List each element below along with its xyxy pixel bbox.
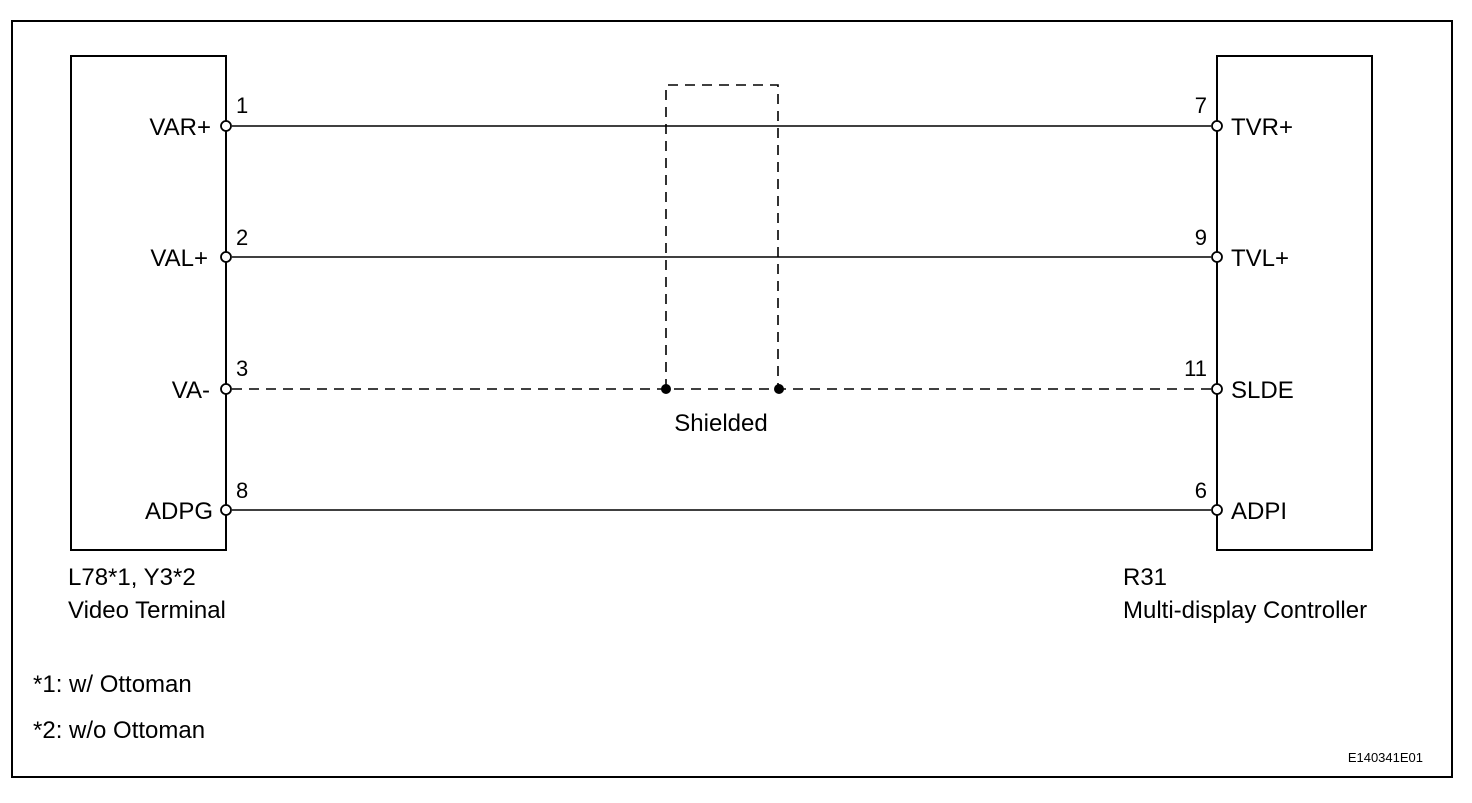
right-pin-9-terminal <box>1211 251 1223 263</box>
right-pin-label: TVL+ <box>1231 245 1289 272</box>
left-pin-number: 3 <box>236 356 248 381</box>
left-connector-code: L78*1, Y3*2 <box>68 564 196 591</box>
diagram-frame <box>11 20 1453 778</box>
right-pin-label: TVR+ <box>1231 114 1293 141</box>
footnote: *1: w/ Ottoman <box>33 671 192 698</box>
right-pin-label: SLDE <box>1231 377 1294 404</box>
right-pin-number: 7 <box>1195 93 1207 118</box>
figure-id: E140341E01 <box>1348 750 1423 765</box>
left-pin-label: VA- <box>172 377 210 404</box>
shield-junction-right <box>774 384 784 394</box>
left-pin-2-terminal <box>220 251 232 263</box>
right-connector-box <box>1216 55 1373 551</box>
left-connector-box <box>70 55 227 551</box>
right-pin-label: ADPI <box>1231 498 1287 525</box>
left-pin-8-terminal <box>220 504 232 516</box>
right-pin-6-terminal <box>1211 504 1223 516</box>
shield-junction-left <box>661 384 671 394</box>
right-pin-number: 9 <box>1195 225 1207 250</box>
left-pin-number: 8 <box>236 478 248 503</box>
footnote: *2: w/o Ottoman <box>33 717 205 744</box>
left-pin-label: VAL+ <box>150 245 208 272</box>
left-pin-3-terminal <box>220 383 232 395</box>
shielded-label: Shielded <box>674 410 767 437</box>
left-pin-number: 1 <box>236 93 248 118</box>
left-pin-label: VAR+ <box>149 114 211 141</box>
left-pin-label: ADPG <box>145 498 213 525</box>
right-connector-name: Multi-display Controller <box>1123 597 1367 624</box>
left-pin-number: 2 <box>236 225 248 250</box>
left-connector-name: Video Terminal <box>68 597 226 624</box>
right-pin-number: 6 <box>1195 478 1207 503</box>
shield-outline <box>665 84 779 389</box>
right-pin-11-terminal <box>1211 383 1223 395</box>
right-pin-number: 11 <box>1184 356 1207 381</box>
right-pin-7-terminal <box>1211 120 1223 132</box>
left-pin-1-terminal <box>220 120 232 132</box>
right-connector-code: R31 <box>1123 564 1167 591</box>
